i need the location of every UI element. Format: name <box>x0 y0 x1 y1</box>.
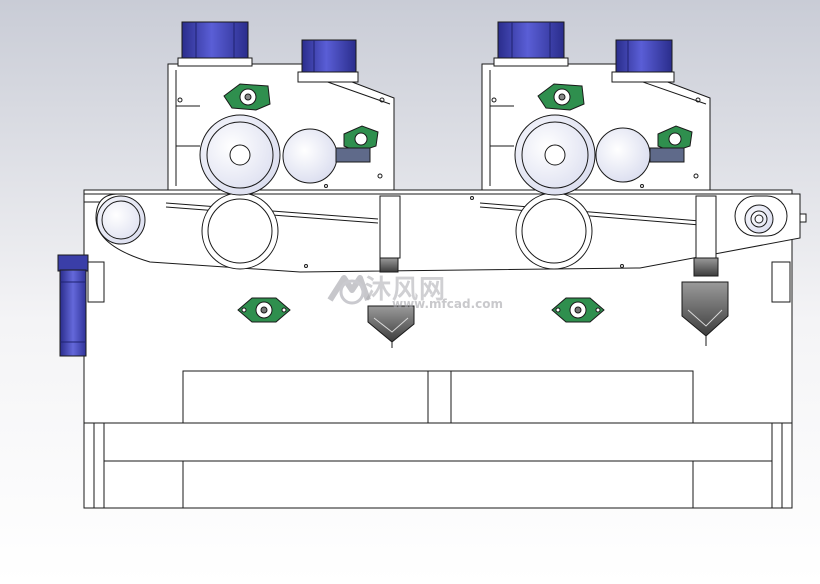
grinding-wheel-2 <box>514 114 596 196</box>
side-gear-motor <box>57 254 89 357</box>
feed-hopper-1 <box>367 195 415 348</box>
bearing-1-top <box>223 83 271 111</box>
bearing-2-gear <box>649 125 693 163</box>
bearing-1-gear <box>335 125 379 163</box>
flange-bearing-right <box>551 297 605 323</box>
pulley-1 <box>282 128 338 184</box>
watermark-logo <box>327 275 371 305</box>
grinding-wheel-1 <box>199 114 281 196</box>
watermark-text: 沐风网 <box>365 275 447 305</box>
fasteners <box>304 196 624 268</box>
contact-roller-1 <box>201 192 279 270</box>
feed-hopper-2 <box>681 195 729 346</box>
motor-2a <box>493 21 569 67</box>
watermark-url: www.mfcad.com <box>392 297 503 311</box>
pulley-2 <box>595 127 651 183</box>
contact-roller-2 <box>515 192 593 270</box>
motor-1a <box>177 21 253 67</box>
bearing-2-top <box>537 83 585 111</box>
flange-bearing-left <box>237 297 291 323</box>
motor-2b <box>611 39 675 83</box>
tension-roller-right <box>734 195 807 237</box>
drive-roller-left <box>96 195 146 245</box>
motor-1b <box>297 39 359 83</box>
